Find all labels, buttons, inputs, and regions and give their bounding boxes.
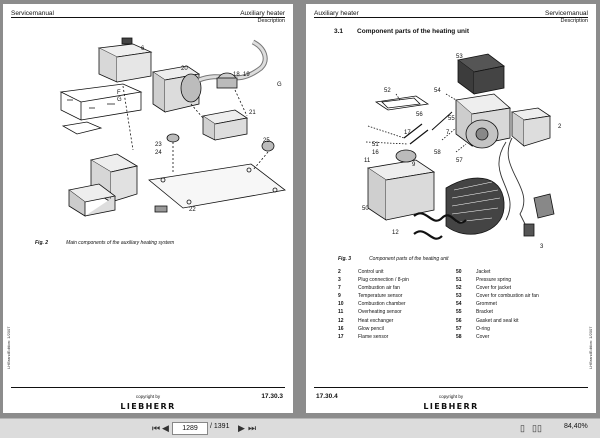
callout-54: 54 [434, 88, 441, 94]
callout-53: 53 [456, 54, 463, 60]
left-footer-rule [11, 387, 285, 388]
total-pages: / 1391 [210, 423, 230, 430]
zoom-level[interactable]: 84,40% [564, 423, 588, 430]
first-page-icon[interactable]: ⏮ [152, 423, 161, 433]
last-page-icon[interactable]: ⏭ [248, 423, 257, 433]
right-footer-rule [314, 387, 588, 388]
figure-2-drawing: 6 F G 20 18 19 G 21 23 24 25 22 [59, 37, 286, 217]
figure-2-caption: Fig. 2 Main components of the auxiliary h… [35, 240, 174, 246]
callout-2: 2 [558, 124, 562, 130]
callout-51: 51 [372, 142, 379, 148]
callout-25: 25 [263, 138, 270, 144]
callout-3: 3 [540, 244, 544, 250]
callout-21: 21 [249, 110, 256, 116]
callout-g-1: G [117, 97, 122, 103]
figure-2-caption-text: Main components of the auxiliary heating… [66, 240, 175, 246]
callout-9: 9 [412, 162, 416, 168]
right-page-number: 17.30.4 [316, 393, 338, 400]
right-page: Auxiliary heater Servicemanual Descripti… [306, 4, 596, 413]
callout-g-2: G [277, 82, 282, 88]
right-copyright: copyright by [438, 394, 464, 399]
pdf-navigation-bar: ⏮ ◀ 1289 / 1391 ▶ ⏭ ▯ ▯▯ 84,40% [0, 418, 600, 438]
figure-3-caption: Fig. 3 Component parts of the heating uni… [338, 256, 449, 262]
callout-22: 22 [189, 207, 196, 213]
left-copyright: copyright by [135, 394, 161, 399]
callout-55: 55 [448, 116, 455, 122]
right-side-note: LHBrandEdition: 1/2007 [588, 326, 593, 369]
left-page: Servicemanual Auxiliary heater Descripti… [3, 4, 293, 413]
left-liebherr-logo: LIEBHERR [120, 402, 176, 411]
next-page-icon[interactable]: ▶ [238, 423, 245, 433]
right-liebherr-logo: LIEBHERR [423, 402, 479, 411]
callout-f-1: F [117, 90, 121, 96]
callout-19: 19 [243, 72, 250, 78]
previous-page-icon[interactable]: ◀ [162, 423, 169, 433]
left-side-note: LHBrandEdition: 1/2007 [6, 326, 11, 369]
left-page-number: 17.30.3 [261, 393, 283, 400]
header-right-text: Auxiliary heater [240, 10, 285, 17]
callout-6: 6 [141, 46, 145, 52]
figure-3-drawing: 53 52 54 56 55 17 7 51 58 57 11 16 2 3 9… [362, 53, 562, 250]
figure-2-label: Fig. 2 [35, 240, 49, 246]
header-rule [11, 17, 285, 18]
callout-56: 56 [416, 112, 423, 118]
callout-17: 17 [404, 130, 411, 136]
header-sub-text: Description [560, 18, 588, 24]
callout-24: 24 [155, 150, 162, 156]
callout-12: 12 [392, 230, 399, 236]
section-title: 3.1 Component parts of the heating unit [334, 28, 483, 35]
section-title-text: Component parts of the heating unit [357, 28, 469, 35]
callout-50: 50 [362, 206, 369, 212]
figure-3-label: Fig. 3 [338, 256, 352, 262]
single-page-view-icon[interactable]: ▯ [520, 423, 525, 433]
callout-58: 58 [434, 150, 441, 156]
figure-3-caption-text: Component parts of the heating unit [369, 256, 449, 262]
callout-57: 57 [456, 158, 463, 164]
callout-23: 23 [155, 142, 162, 148]
section-number: 3.1 [334, 28, 344, 35]
header-right-text: Servicemanual [545, 10, 588, 17]
current-page-input[interactable]: 1289 [172, 422, 208, 435]
callout-52: 52 [384, 88, 391, 94]
callout-7: 7 [446, 130, 450, 136]
callout-16: 16 [372, 150, 379, 156]
callout-20: 20 [181, 66, 188, 72]
header-left-text: Servicemanual [11, 10, 54, 17]
header-rule [314, 17, 588, 18]
callout-11: 11 [364, 158, 371, 164]
header-sub-text: Description [257, 18, 285, 24]
header-left-text: Auxiliary heater [314, 10, 359, 17]
two-page-view-icon[interactable]: ▯▯ [532, 423, 542, 433]
callout-18: 18 [233, 72, 240, 78]
